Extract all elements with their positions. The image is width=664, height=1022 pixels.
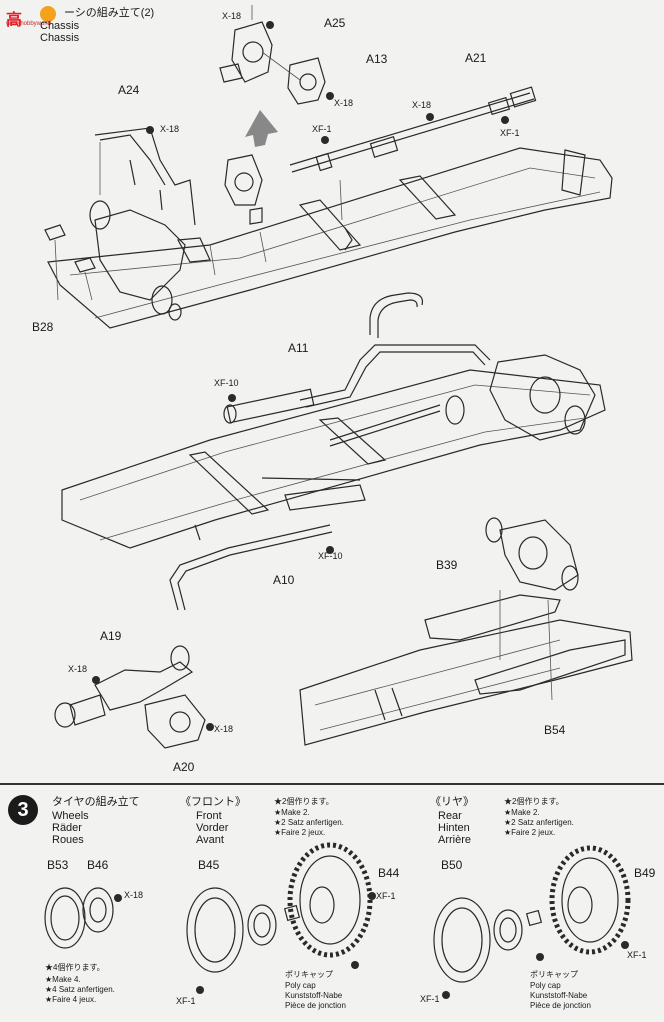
step3-title-fr: Roues bbox=[52, 834, 84, 846]
axle-a19-a20 bbox=[54, 645, 206, 749]
step3-title-jp: タイヤの組み立て bbox=[52, 796, 140, 808]
label-x18-a20: X-18 bbox=[214, 724, 234, 734]
label-xf1-a21: XF-1 bbox=[500, 128, 520, 138]
step3-title-de: Räder bbox=[52, 822, 82, 834]
front-make2-fr: ★Faire 2 jeux. bbox=[274, 828, 326, 837]
xf10-dot-a10 bbox=[326, 546, 334, 554]
section-divider bbox=[0, 783, 664, 785]
label-x18-a19: X-18 bbox=[68, 664, 88, 674]
exhaust-a11 bbox=[223, 292, 491, 424]
logo-circle-icon bbox=[40, 6, 56, 22]
label-b54: B54 bbox=[544, 723, 566, 737]
steering-gear-a25-a13 bbox=[219, 5, 326, 225]
frame-upper bbox=[47, 147, 613, 329]
front-make2-jp: ★2個作ります。 bbox=[274, 797, 334, 806]
label-b28: B28 bbox=[32, 320, 54, 334]
polycap-rear-jp: ポリキャップ bbox=[530, 970, 578, 979]
label-a19: A19 bbox=[100, 629, 122, 643]
label-a11: A11 bbox=[288, 341, 309, 355]
step-number-badge: 3 bbox=[8, 795, 38, 825]
x18-dot-a24 bbox=[146, 126, 154, 134]
label-x18-a13: X-18 bbox=[334, 98, 354, 108]
x18-dot-top bbox=[266, 21, 274, 29]
label-x18-a24: X-18 bbox=[160, 124, 180, 134]
label-b49: B49 bbox=[634, 866, 656, 880]
polycap-rear-en: Poly cap bbox=[530, 981, 561, 990]
label-b50: B50 bbox=[441, 858, 463, 872]
front-title-jp: 《フロント》 bbox=[180, 796, 246, 808]
polycap-front-de: Kunststoff-Nabe bbox=[285, 991, 343, 1000]
xf10-dot-a11 bbox=[228, 394, 236, 402]
make4-fr: ★Faire 4 jeux. bbox=[45, 995, 97, 1004]
label-xf1-front-hub: XF-1 bbox=[176, 996, 196, 1006]
polycap-rear-de: Kunststoff-Nabe bbox=[530, 991, 588, 1000]
label-xf10-a11: XF-10 bbox=[214, 378, 239, 388]
label-b46: B46 bbox=[87, 858, 109, 872]
xf1-dot-a21 bbox=[501, 116, 509, 124]
site-logo: 高 www.hobbyworld bbox=[6, 6, 66, 29]
label-xf1-front-tire: XF-1 bbox=[376, 891, 396, 901]
assembly-arrow-icon bbox=[245, 110, 278, 147]
make4-de: ★4 Satz anfertigen. bbox=[45, 985, 115, 994]
rear-title-en: Rear bbox=[438, 810, 462, 822]
rear-make2-fr: ★Faire 2 jeux. bbox=[504, 828, 556, 837]
drive-shaft-a21 bbox=[289, 86, 537, 221]
rear-make2-en: ★Make 2. bbox=[504, 808, 540, 817]
label-a10: A10 bbox=[273, 573, 295, 587]
label-b44: B44 bbox=[378, 866, 400, 880]
label-xf1-rear-hub: XF-1 bbox=[420, 994, 440, 1004]
tailpipe-a10 bbox=[169, 524, 333, 611]
rear-wheel-assembly bbox=[433, 845, 631, 999]
rear-title-de: Hinten bbox=[438, 822, 470, 834]
rear-axle-leaf-springs bbox=[299, 517, 633, 746]
frame-middle bbox=[61, 369, 606, 549]
polycap-front-fr: Pièce de jonction bbox=[285, 1001, 346, 1010]
label-x18-a21: X-18 bbox=[412, 100, 432, 110]
logo-subtext: www.hobbyworld bbox=[6, 21, 52, 27]
xf1-dot-mid bbox=[321, 136, 329, 144]
front-title-de: Vorder bbox=[196, 822, 229, 834]
label-x18-top: X-18 bbox=[222, 11, 242, 21]
front-title-fr: Avant bbox=[196, 834, 224, 846]
make4-jp: ★4個作ります。 bbox=[45, 963, 105, 972]
step-title-jp: ーシの組み立て(2) bbox=[64, 7, 155, 19]
front-wheel-assembly bbox=[186, 842, 376, 994]
label-a13: A13 bbox=[366, 52, 388, 66]
polycap-front-jp: ポリキャップ bbox=[285, 970, 333, 979]
rear-differential-mid bbox=[329, 354, 596, 447]
x18-dot-a19 bbox=[92, 676, 100, 684]
label-a25: A25 bbox=[324, 16, 346, 30]
label-a20: A20 bbox=[173, 760, 195, 774]
label-b39: B39 bbox=[436, 558, 458, 572]
rear-title-fr: Arrière bbox=[438, 834, 472, 846]
label-a21: A21 bbox=[465, 51, 487, 65]
step-title-de: Chassis bbox=[40, 32, 80, 44]
rear-make2-de: ★2 Satz anfertigen. bbox=[504, 818, 574, 827]
front-title-en: Front bbox=[196, 810, 222, 822]
polycap-rear-fr: Pièce de jonction bbox=[530, 1001, 591, 1010]
front-make2-de: ★2 Satz anfertigen. bbox=[274, 818, 344, 827]
rear-make2-jp: ★2個作ります。 bbox=[504, 797, 564, 806]
step3-title-en: Wheels bbox=[52, 810, 89, 822]
label-b45: B45 bbox=[198, 858, 220, 872]
x18-dot-a21 bbox=[426, 113, 434, 121]
x18-dot-a13 bbox=[326, 92, 334, 100]
make4-en: ★Make 4. bbox=[45, 975, 81, 984]
label-xf1-mid: XF-1 bbox=[312, 124, 332, 134]
step-title-en: Chassis bbox=[40, 20, 80, 32]
label-a24: A24 bbox=[118, 83, 140, 97]
logo-text: 高 bbox=[6, 10, 23, 29]
rear-title-jp: 《リヤ》 bbox=[430, 796, 474, 808]
front-make2-en: ★Make 2. bbox=[274, 808, 310, 817]
label-xf1-rear-tire: XF-1 bbox=[627, 950, 647, 960]
label-b53: B53 bbox=[47, 858, 69, 872]
wheel-b53-b46-group bbox=[44, 887, 122, 949]
front-axle-a24 bbox=[44, 127, 211, 321]
polycap-front-en: Poly cap bbox=[285, 981, 316, 990]
label-x18-wheel: X-18 bbox=[124, 890, 144, 900]
label-xf10-a10: XF-10 bbox=[318, 551, 343, 561]
x18-dot-a20 bbox=[206, 723, 214, 731]
